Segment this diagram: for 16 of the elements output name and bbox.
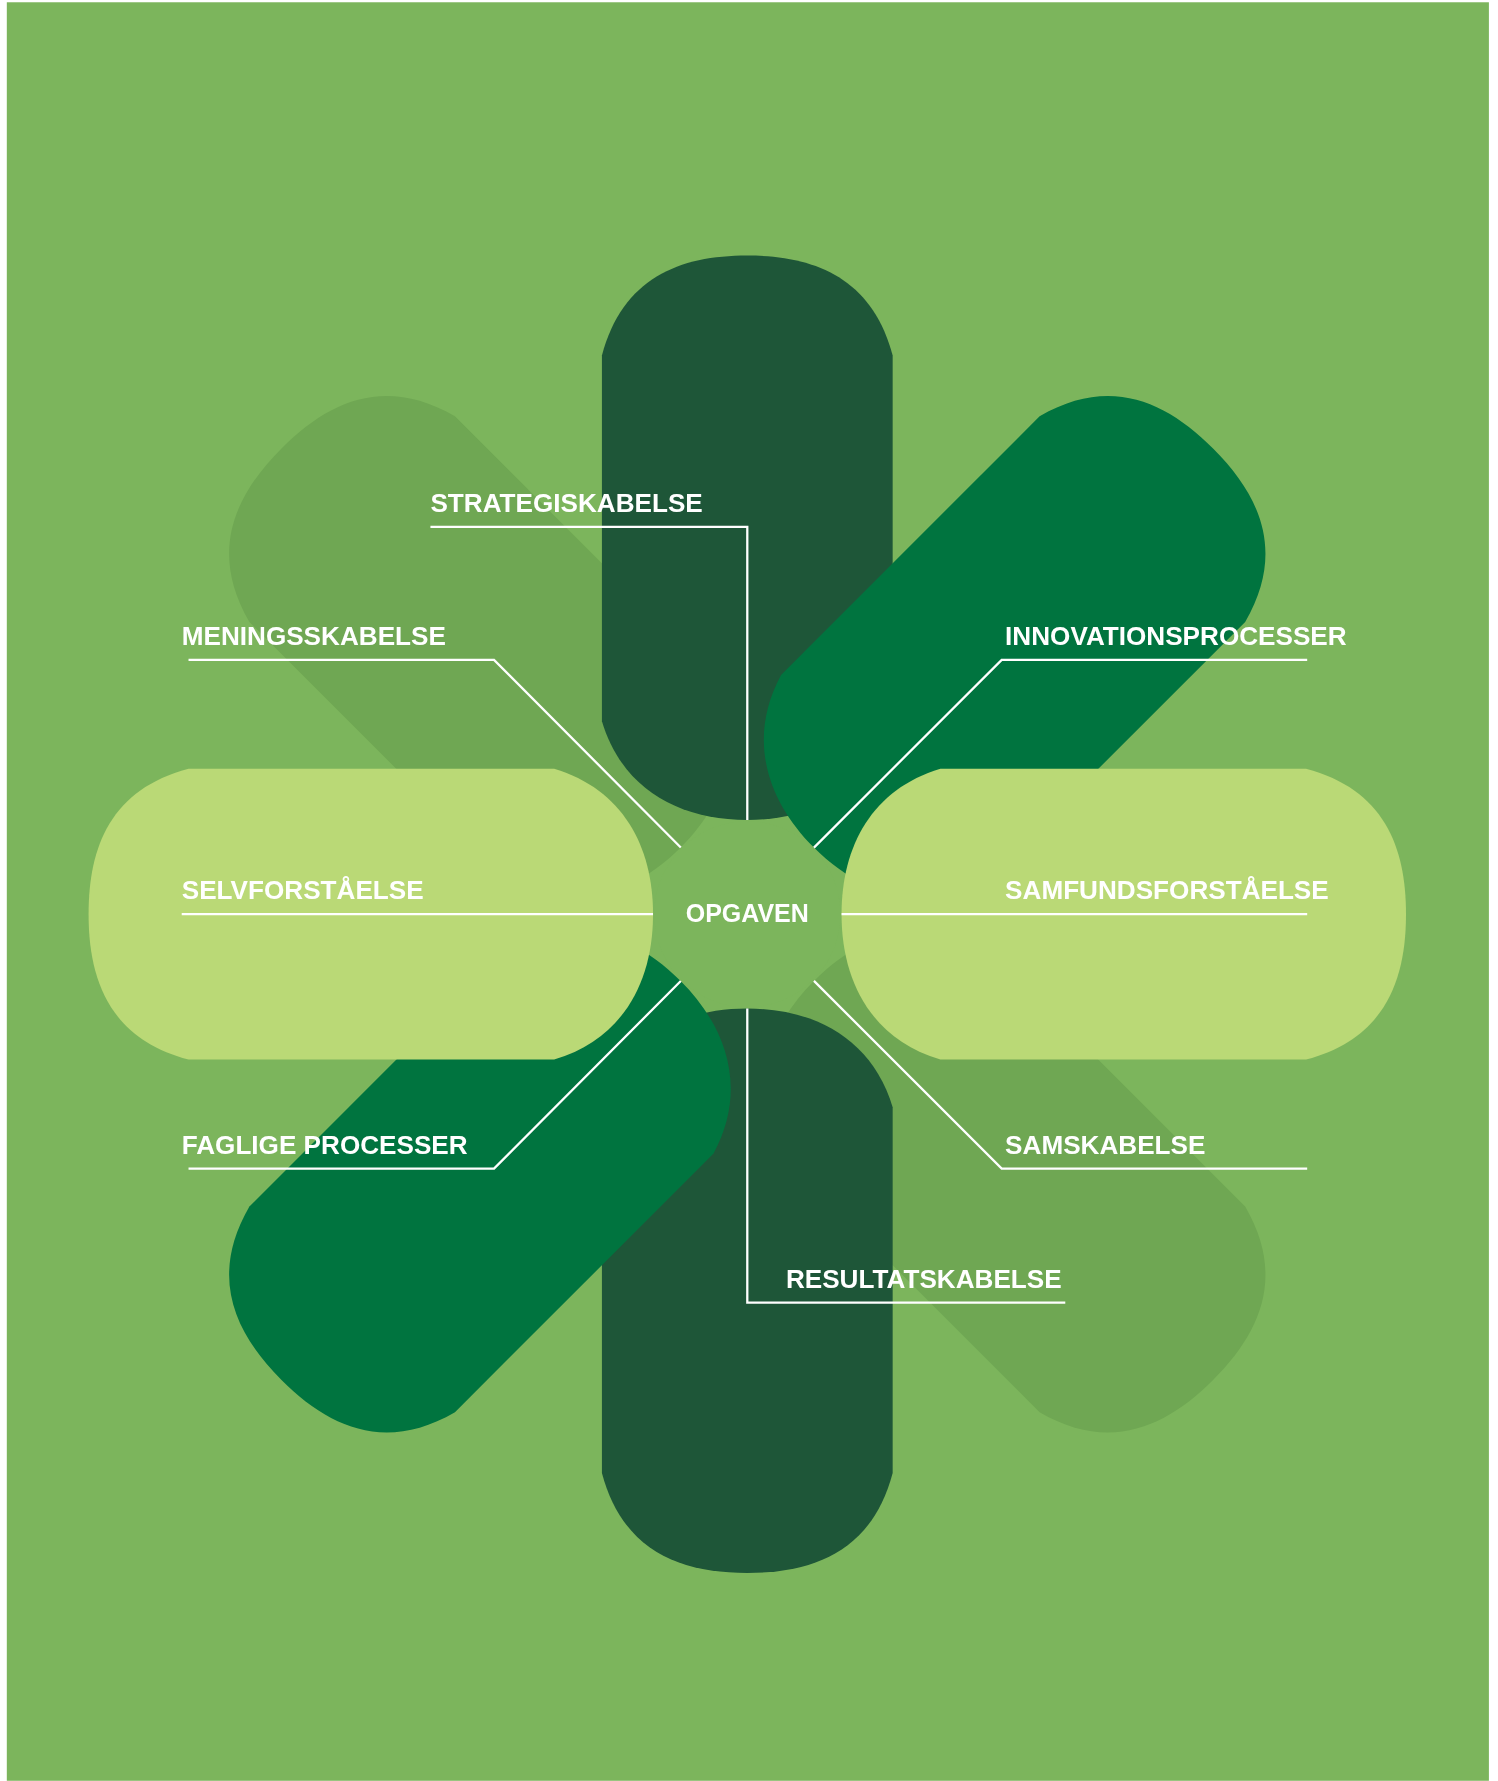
leader-label: SAMSKABELSE (1005, 1130, 1206, 1160)
leader-line (841, 913, 1308, 916)
leader-line (181, 913, 654, 916)
leader-line (746, 1008, 1066, 1304)
leader-label: RESULTATSKABELSE (785, 1264, 1062, 1294)
leader-line (430, 525, 749, 820)
leader-label: MENINGSSKABELSE (181, 621, 446, 651)
leader-label: SELVFORSTÅELSE (181, 875, 424, 906)
leader-line (188, 658, 682, 849)
leader-line (188, 980, 682, 1170)
leader-label: SAMFUNDSFORSTÅELSE (1005, 875, 1329, 906)
leader-line (813, 658, 1308, 849)
leader-line (813, 980, 1308, 1170)
leader-label: INNOVATIONSPROCESSER (1005, 621, 1347, 651)
leader-label: STRATEGISKABELSE (430, 488, 703, 518)
leader-label: FAGLIGE PROCESSER (181, 1130, 468, 1160)
